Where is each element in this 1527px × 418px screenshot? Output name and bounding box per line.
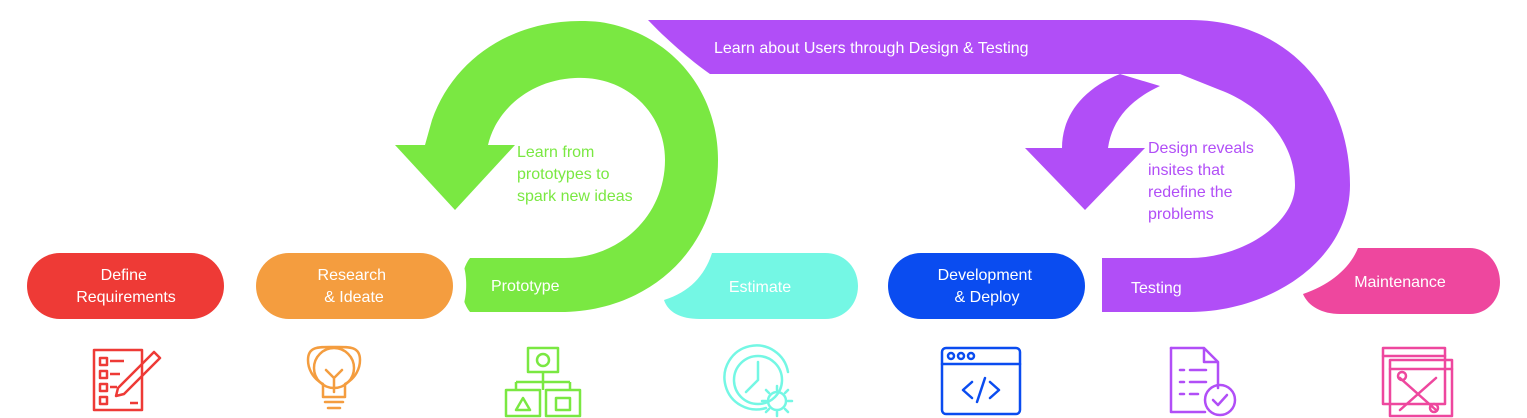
stage-label-estimate: Estimate [729,279,791,296]
purple-loop-band [648,20,1350,312]
big-loop-label: Learn about Users through Design & Testi… [714,40,1029,57]
stage-pills [27,248,1500,319]
stage-pill-estimate [664,253,858,319]
stage-pill-define [27,253,224,319]
stage-label-maintenance: Maintenance [1354,274,1446,291]
stage-labels: Define Requirements Research & Ideate Pr… [76,267,1446,306]
stage-label-development: Development & Deploy [938,267,1037,306]
stage-label-testing: Testing [1131,280,1182,297]
purple-arrowhead [1025,148,1145,210]
tools-window-icon [1381,346,1454,418]
stage-label-research: Research & Ideate [318,267,391,306]
lightbulb-icon [306,345,362,410]
purple-loop-arrow [648,20,1350,312]
green-loop-arrow [395,21,718,312]
purple-loop-label: Design reveals insites that redefine the… [1148,140,1258,223]
stage-label-prototype: Prototype [491,278,560,295]
green-loop-label: Learn from prototypes to spark new ideas [517,144,633,205]
green-loop-band [425,21,718,312]
code-window-icon [940,346,1022,416]
green-arrowhead [395,145,515,210]
checklist-pencil-icon [92,348,162,412]
purple-arrowhead-stem [1062,74,1160,148]
document-check-icon [1169,346,1237,417]
stage-pill-maintenance [1303,248,1500,314]
clock-gear-icon [723,344,794,418]
stage-label-define: Define Requirements [76,267,176,306]
sitemap-icon [504,346,582,418]
gap-research-prototype [455,254,470,316]
stage-pill-development [888,253,1085,319]
stage-pill-research [256,253,453,319]
